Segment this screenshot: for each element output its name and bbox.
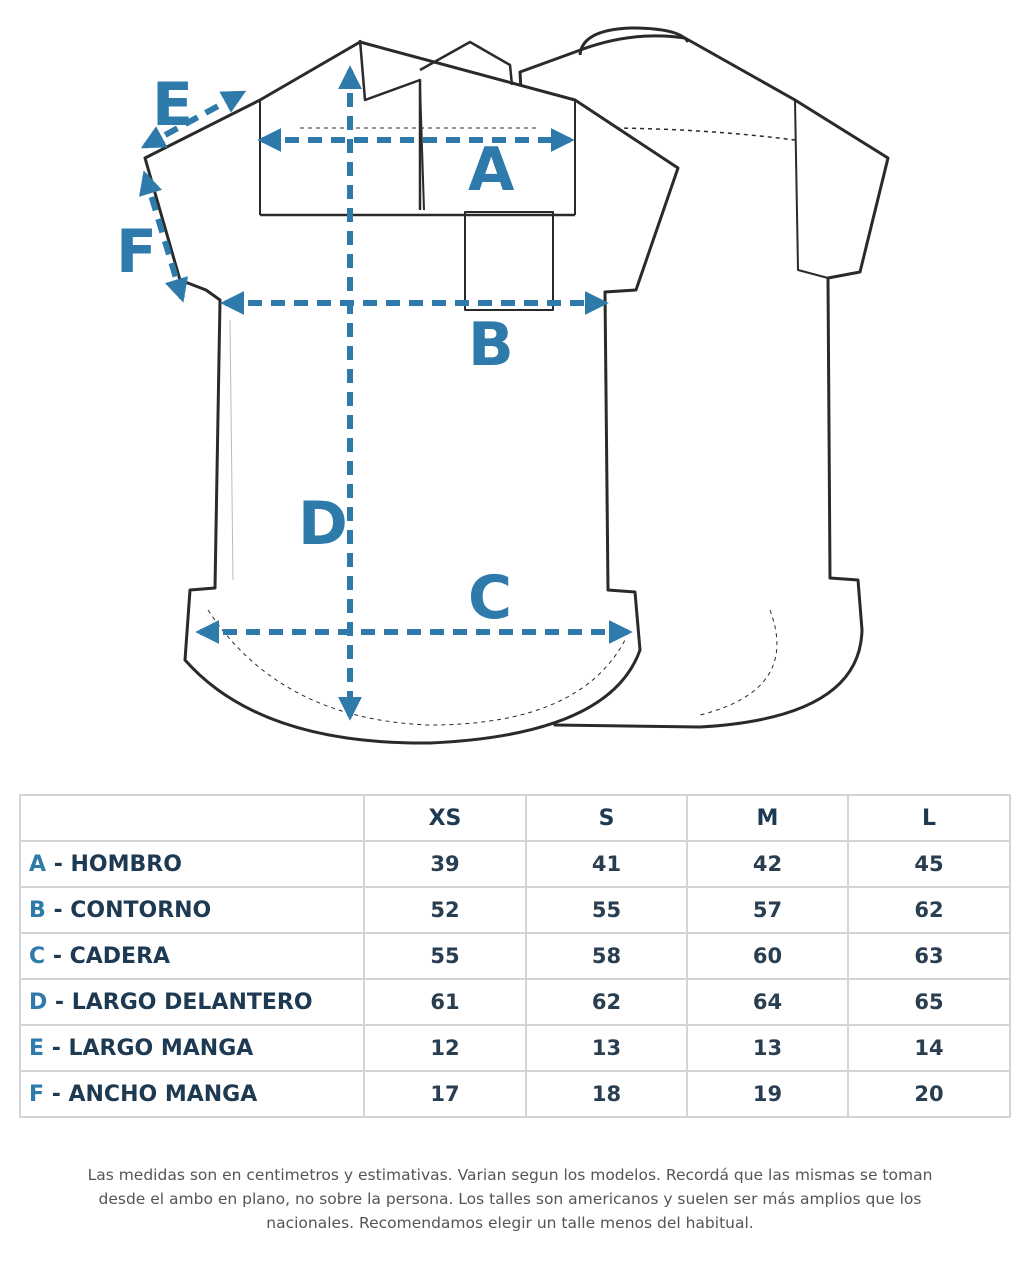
table-cell: 45	[847, 840, 1011, 888]
table-cell: 52	[363, 886, 527, 934]
measurement-name: F - ANCHO MANGA	[19, 1070, 365, 1118]
table-cell: 14	[847, 1024, 1011, 1072]
measurement-name: E - LARGO MANGA	[19, 1024, 365, 1072]
measurement-name: D - LARGO DELANTERO	[19, 978, 365, 1026]
label-f: F	[116, 217, 157, 287]
label-d: D	[298, 489, 348, 559]
measurement-letter: C	[29, 943, 46, 969]
header-size: S	[525, 794, 688, 842]
table-cell: 60	[686, 932, 849, 980]
label-b: B	[468, 310, 514, 380]
measurement-name: C - CADERA	[19, 932, 365, 980]
measurement-letter: F	[29, 1081, 45, 1107]
measurement-label: - LARGO DELANTERO	[47, 989, 313, 1015]
table-cell: 41	[525, 840, 688, 888]
table-cell: 42	[686, 840, 849, 888]
table-cell: 65	[847, 978, 1011, 1026]
footnote: Las medidas son en centimetros y estimat…	[30, 1163, 990, 1235]
table-cell: 20	[847, 1070, 1011, 1118]
label-e: E	[152, 70, 193, 140]
table-cell: 39	[363, 840, 527, 888]
table-cell: 62	[525, 978, 688, 1026]
table-header-row: XS S M L	[19, 794, 1011, 842]
table-cell: 62	[847, 886, 1011, 934]
measurement-letter: E	[29, 1035, 45, 1061]
footnote-line: Las medidas son en centimetros y estimat…	[87, 1166, 933, 1184]
table-cell: 13	[686, 1024, 849, 1072]
table-row: A - HOMBRO 39 41 42 45	[19, 840, 1011, 888]
size-table: XS S M L A - HOMBRO 39 41 42 45 B - CONT…	[19, 794, 1011, 1118]
table-row: E - LARGO MANGA 12 13 13 14	[19, 1024, 1011, 1072]
table-cell: 64	[686, 978, 849, 1026]
measurement-label: - CONTORNO	[45, 897, 212, 923]
table-row: F - ANCHO MANGA 17 18 19 20	[19, 1070, 1011, 1118]
table-cell: 61	[363, 978, 527, 1026]
table-cell: 57	[686, 886, 849, 934]
measurement-letter: D	[29, 989, 48, 1015]
header-size: XS	[363, 794, 527, 842]
label-c: C	[468, 563, 512, 633]
table-cell: 17	[363, 1070, 527, 1118]
label-a: A	[468, 135, 515, 205]
measurement-name: A - HOMBRO	[19, 840, 365, 888]
header-empty	[19, 794, 365, 842]
table-row: B - CONTORNO 52 55 57 62	[19, 886, 1011, 934]
table-row: C - CADERA 55 58 60 63	[19, 932, 1011, 980]
garment-diagram: A B C D E F	[116, 26, 890, 745]
footnote-line: desde el ambo en plano, no sobre la pers…	[98, 1190, 922, 1208]
header-size: L	[847, 794, 1011, 842]
shirt-front-view	[143, 39, 680, 745]
measurement-name: B - CONTORNO	[19, 886, 365, 934]
table-cell: 19	[686, 1070, 849, 1118]
table-cell: 55	[363, 932, 527, 980]
header-size: M	[686, 794, 849, 842]
arrow-e	[140, 90, 247, 149]
table-cell: 55	[525, 886, 688, 934]
measurement-label: - HOMBRO	[46, 851, 182, 877]
table-cell: 12	[363, 1024, 527, 1072]
measurement-label: - LARGO MANGA	[44, 1035, 254, 1061]
measurement-arrows	[139, 65, 633, 721]
measurement-letter: B	[29, 897, 46, 923]
measurement-letter: A	[29, 851, 47, 877]
table-row: D - LARGO DELANTERO 61 62 64 65	[19, 978, 1011, 1026]
measurement-label: - CADERA	[45, 943, 171, 969]
table-cell: 63	[847, 932, 1011, 980]
measurement-label: - ANCHO MANGA	[44, 1081, 258, 1107]
table-cell: 18	[525, 1070, 688, 1118]
footnote-line: nacionales. Recomendamos elegir un talle…	[266, 1214, 754, 1232]
table-cell: 58	[525, 932, 688, 980]
table-cell: 13	[525, 1024, 688, 1072]
